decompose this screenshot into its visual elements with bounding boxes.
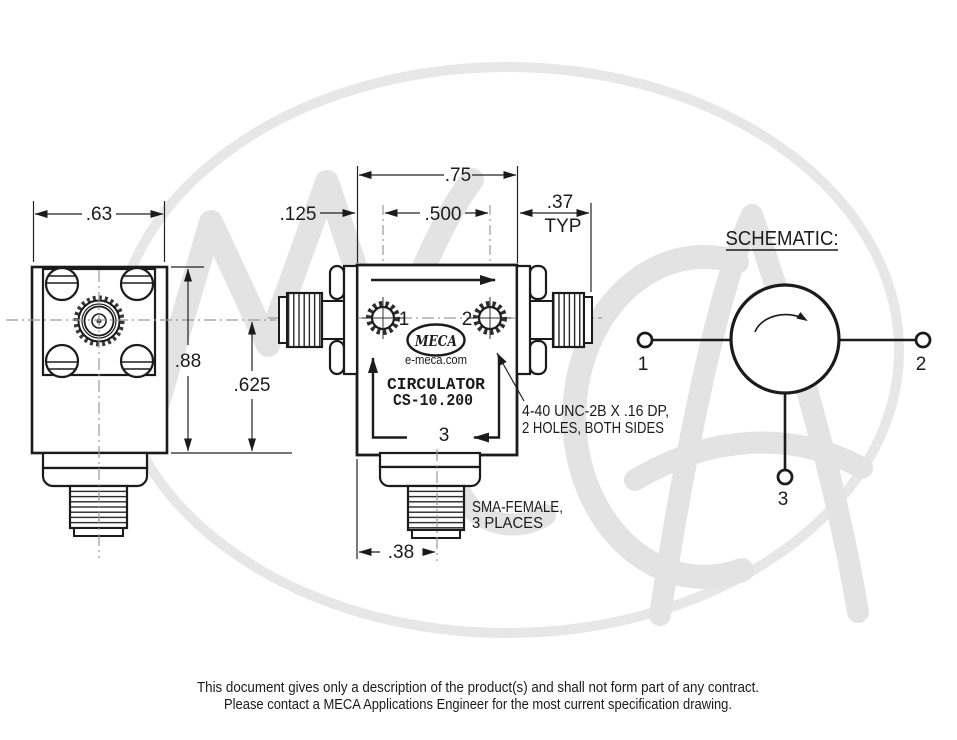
dim-75-label: .75 bbox=[445, 165, 471, 186]
flange-screws bbox=[44, 266, 155, 379]
front-view: .75 .500 .125 .37 TYP bbox=[268, 165, 669, 563]
dim-63-label: .63 bbox=[86, 204, 112, 225]
sma-note-line1: SMA-FEMALE, bbox=[472, 499, 563, 516]
thread-section bbox=[406, 484, 466, 532]
front-port1-label: 1 bbox=[399, 309, 410, 330]
front-body bbox=[355, 263, 519, 457]
thread-section bbox=[285, 291, 324, 349]
watermark-letter-a bbox=[624, 204, 873, 626]
side-view: .63 bbox=[6, 201, 292, 558]
flange-tab bbox=[328, 339, 346, 376]
bottom-sma-connector bbox=[378, 451, 482, 539]
circulator-symbol bbox=[729, 283, 841, 395]
meca-logo-text: MECA bbox=[414, 332, 457, 350]
terminal-port1 bbox=[636, 331, 654, 349]
holes-note-line1: 4-40 UNC-2B X .16 DP, bbox=[522, 403, 669, 420]
flow-arrow-3-to-1 bbox=[368, 357, 407, 439]
flange-tab bbox=[328, 264, 346, 301]
dim-88 bbox=[171, 266, 292, 454]
rotation-arrow-icon bbox=[754, 312, 808, 333]
meca-logo: MECA bbox=[406, 323, 466, 357]
dim-37-label: .37 bbox=[547, 192, 573, 213]
front-port2-label: 2 bbox=[462, 309, 473, 330]
schematic-port2-label: 2 bbox=[916, 354, 927, 375]
disclaimer-line2: Please contact a MECA Applications Engin… bbox=[224, 697, 732, 713]
dim-38-label: .38 bbox=[388, 542, 414, 563]
dim-500-label: .500 bbox=[425, 204, 462, 225]
dim-37-typ-label: TYP bbox=[545, 216, 582, 237]
dim-75 bbox=[356, 166, 519, 263]
mounting-hole-1 bbox=[362, 297, 404, 339]
meca-url: e-meca.com bbox=[405, 352, 467, 367]
dim-38 bbox=[356, 459, 436, 559]
footer-disclaimer: This document gives only a description o… bbox=[197, 680, 759, 713]
schematic: SCHEMATIC: 1 2 3 bbox=[636, 228, 932, 510]
flange-strip bbox=[515, 264, 532, 376]
mounting-hole-2 bbox=[469, 297, 511, 339]
terminal-port3 bbox=[776, 468, 794, 486]
product-type-label: CIRCULATOR bbox=[387, 375, 485, 394]
left-sma-connector bbox=[278, 264, 359, 376]
thread-section bbox=[551, 291, 586, 349]
sma-note-line2: 3 PLACES bbox=[472, 515, 543, 532]
flange-strip bbox=[342, 264, 359, 376]
dim-625-label: .625 bbox=[234, 375, 271, 396]
screw-icon bbox=[44, 266, 80, 302]
side-bottom-connector bbox=[41, 451, 149, 537]
product-model-label: CS-10.200 bbox=[393, 391, 473, 410]
disclaimer-line1: This document gives only a description o… bbox=[197, 680, 759, 696]
screw-icon bbox=[44, 343, 80, 379]
side-centerlines bbox=[6, 270, 276, 558]
schematic-title: SCHEMATIC: bbox=[726, 228, 839, 250]
front-port3-label: 3 bbox=[439, 425, 450, 446]
screw-icon bbox=[119, 266, 155, 302]
terminal-port2 bbox=[914, 331, 932, 349]
flow-arrow-2-to-3 bbox=[473, 356, 501, 443]
holes-note-line2: 2 HOLES, BOTH SIDES bbox=[522, 420, 664, 437]
flange-tab bbox=[528, 339, 548, 376]
holes-note-leader bbox=[496, 352, 525, 402]
schematic-port3-label: 3 bbox=[778, 489, 789, 510]
dim-63 bbox=[32, 201, 166, 262]
dim-125-label: .125 bbox=[280, 204, 317, 225]
flange-tab bbox=[528, 264, 548, 301]
schematic-port1-label: 1 bbox=[638, 354, 649, 375]
dim-88-label: .88 bbox=[175, 351, 201, 372]
screw-icon bbox=[119, 343, 155, 379]
right-sma-connector bbox=[515, 264, 593, 376]
dim-37 bbox=[519, 203, 592, 292]
